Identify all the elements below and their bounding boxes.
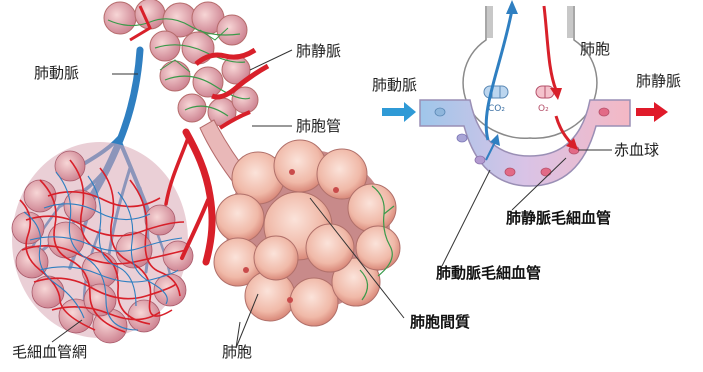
label-alveolus-right: 肺胞 bbox=[580, 42, 610, 57]
alveolar-lobule bbox=[12, 142, 193, 343]
blood-out-arrow bbox=[636, 102, 668, 122]
enlarged-alveolar-sac bbox=[214, 140, 400, 326]
label-capillary-network: 毛細血管網 bbox=[12, 345, 87, 360]
label-pulmonary-artery-left: 肺動脈 bbox=[34, 66, 79, 81]
alveolus-bulb bbox=[463, 6, 597, 138]
blood-in-arrow bbox=[382, 102, 416, 122]
label-pulmonary-vein-left: 肺静脈 bbox=[296, 44, 341, 59]
label-pulmonary-vein-right: 肺静脈 bbox=[636, 74, 681, 89]
label-arterial-capillary: 肺動脈毛細血管 bbox=[436, 266, 541, 281]
label-alveolar-interstitium: 肺胞間質 bbox=[410, 315, 470, 330]
co2-label: CO₂ bbox=[488, 104, 505, 114]
label-alveolus-left: 肺胞 bbox=[222, 345, 252, 360]
label-venous-capillary: 肺静脈毛細血管 bbox=[506, 211, 611, 226]
bronchial-tree-illustration bbox=[12, 0, 268, 343]
co2-molecule bbox=[484, 86, 508, 98]
o2-molecule bbox=[536, 86, 554, 98]
label-pulmonary-artery-right: 肺動脈 bbox=[372, 78, 417, 93]
o2-label: O₂ bbox=[538, 104, 549, 114]
label-bronchiole: 肺胞管 bbox=[296, 119, 341, 134]
label-red-blood-cell: 赤血球 bbox=[614, 143, 659, 158]
